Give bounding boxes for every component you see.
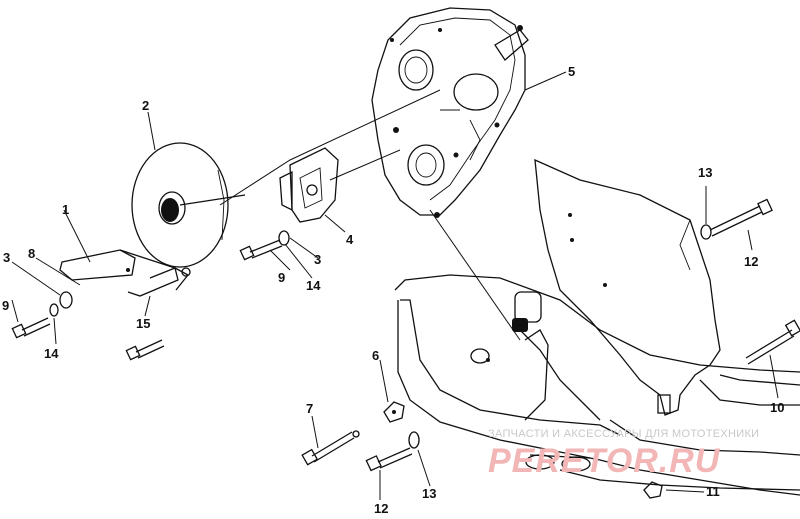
washer-14-left [49,303,59,317]
callout-3-mid: 3 [314,252,321,267]
callout-1: 1 [62,202,69,217]
callout-10: 10 [770,400,784,415]
bolt-7 [301,430,360,466]
bolt-lower-left [125,339,165,361]
callout-14-mid: 14 [306,278,321,293]
callout-4: 4 [346,232,354,247]
washer-13-lower [408,431,420,449]
callout-12-bottom: 12 [374,501,388,516]
washer-upper-center [470,348,490,364]
callout-6: 6 [372,348,379,363]
washer-3-left [59,291,73,309]
bolt-9-left [11,317,51,339]
callout-15: 15 [136,316,150,331]
chaincase-housing [371,7,529,218]
callout-13-right: 13 [698,165,712,180]
nut-11 [643,481,663,499]
callout-9-left: 9 [2,298,9,313]
callout-9-mid: 9 [278,270,285,285]
callout-14-left: 14 [44,346,59,361]
brake-disc [131,142,246,268]
bolt-12-lower [365,447,413,472]
bolt-9-mid [239,239,283,261]
watermark-tagline: ЗАПЧАСТИ И АКСЕССУАРЫ ДЛЯ МОТОТЕХНИКИ [488,428,759,440]
leader-lines [11,71,779,500]
callout-5: 5 [568,64,575,79]
callout-2: 2 [142,98,149,113]
washer-14-mid [278,230,290,246]
watermark-logo: PERETOR.RU [488,442,721,480]
callout-7: 7 [306,401,313,416]
callout-13-bottom: 13 [422,486,436,501]
caliper-bracket [59,249,191,297]
nut-6 [383,401,405,423]
long-bolt-10 [745,319,800,365]
bolt-12-upper [709,198,773,237]
callout-8: 8 [28,246,35,261]
callout-11: 11 [706,484,720,499]
shield-plate [534,158,721,416]
mount-bracket [279,147,339,223]
callout-12-right: 12 [744,254,758,269]
callout-3-left: 3 [3,250,10,265]
washer-13-upper [700,224,712,240]
